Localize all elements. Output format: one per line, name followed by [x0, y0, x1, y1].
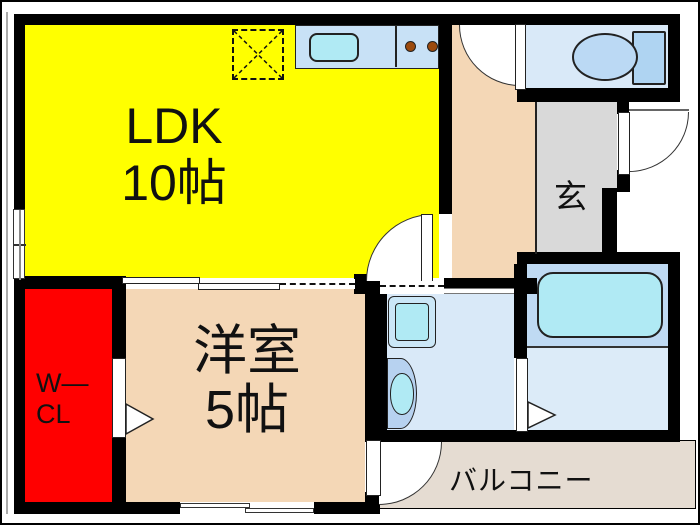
wall-bath-right [668, 252, 680, 442]
ldk-size: 10帖 [121, 155, 227, 211]
bath-door-leaf [516, 358, 528, 432]
wall-top [14, 14, 680, 25]
room-entrance-lower [537, 190, 602, 254]
washroom-accordion-door [380, 281, 444, 291]
refrigerator-x-icon [233, 30, 283, 79]
wall-closet-right-lower [112, 436, 126, 512]
wall-entrance-right-1 [617, 98, 629, 114]
wall-bath-washroom [514, 264, 527, 358]
washbasin-bowl [390, 373, 414, 415]
entrance-label: 玄 [554, 178, 587, 215]
ldk-label: LDK 10帖 [44, 98, 304, 212]
closet-door-arrow-icon [125, 402, 155, 436]
wall-entrance-right-2 [617, 170, 630, 192]
room-walk-in-closet [25, 289, 112, 504]
toilet-bowl [572, 33, 638, 81]
balcony-door-leaf [366, 440, 381, 496]
wall-bottom-left [14, 502, 180, 514]
left-wall-window [13, 209, 26, 280]
washing-machine [395, 303, 429, 341]
kitchen-sink [309, 33, 359, 62]
entrance-door-leaf [618, 112, 630, 175]
ldk-name: LDK [125, 98, 223, 154]
western-room-label: 洋室 5帖 [132, 321, 362, 441]
closet-line2: CL [36, 399, 71, 430]
closet-label: W— CL [36, 368, 88, 430]
western-size: 5帖 [204, 380, 290, 441]
western-name: 洋室 [193, 321, 301, 381]
stove-burner-1 [405, 41, 416, 52]
wall-closet-right-upper [112, 276, 126, 358]
wall-entrance-right-3 [602, 188, 617, 254]
washroom-top-edge [444, 288, 514, 294]
wall-bath-top [517, 252, 680, 264]
exterior-boundary-line [6, 12, 8, 514]
wall-western-right [365, 287, 380, 440]
stove-burner-2 [427, 41, 438, 52]
wall-ldk-closet [14, 276, 126, 289]
wall-bottom-mid [314, 502, 380, 514]
kitchen-counter [295, 25, 439, 69]
wall-western-right-foot [365, 492, 380, 514]
wall-toilet-bottom [517, 88, 680, 102]
ldk-western-sliding-door-panel-1 [122, 277, 200, 284]
wall-washroom-left [377, 294, 387, 430]
refrigerator-space [232, 29, 284, 80]
balcony-label: バルコニー [449, 465, 594, 496]
counter-divider-line [395, 26, 397, 67]
bath-divider-line [527, 346, 668, 348]
entrance-door-open-line [629, 109, 689, 111]
room-entrance-upper [537, 102, 617, 190]
closet-door-leaf [112, 358, 126, 438]
wall-toilet-right [668, 14, 680, 102]
bottom-wall-window [180, 502, 314, 514]
entrance-door-arc [629, 112, 689, 172]
hall-entrance-step-line [535, 102, 537, 254]
wall-bath-bottom [365, 430, 680, 442]
ldk-door-leaf [421, 214, 433, 282]
ldk-western-sliding-door-panel-2 [198, 283, 280, 290]
ldk-western-opening-dashed [280, 279, 355, 289]
bath-door-arrow-icon [527, 400, 557, 430]
toilet-door-leaf [515, 24, 526, 90]
wall-ldk-hall [439, 14, 452, 214]
room-western [126, 289, 365, 502]
bathtub [537, 272, 663, 338]
closet-line1: W— [36, 368, 89, 398]
